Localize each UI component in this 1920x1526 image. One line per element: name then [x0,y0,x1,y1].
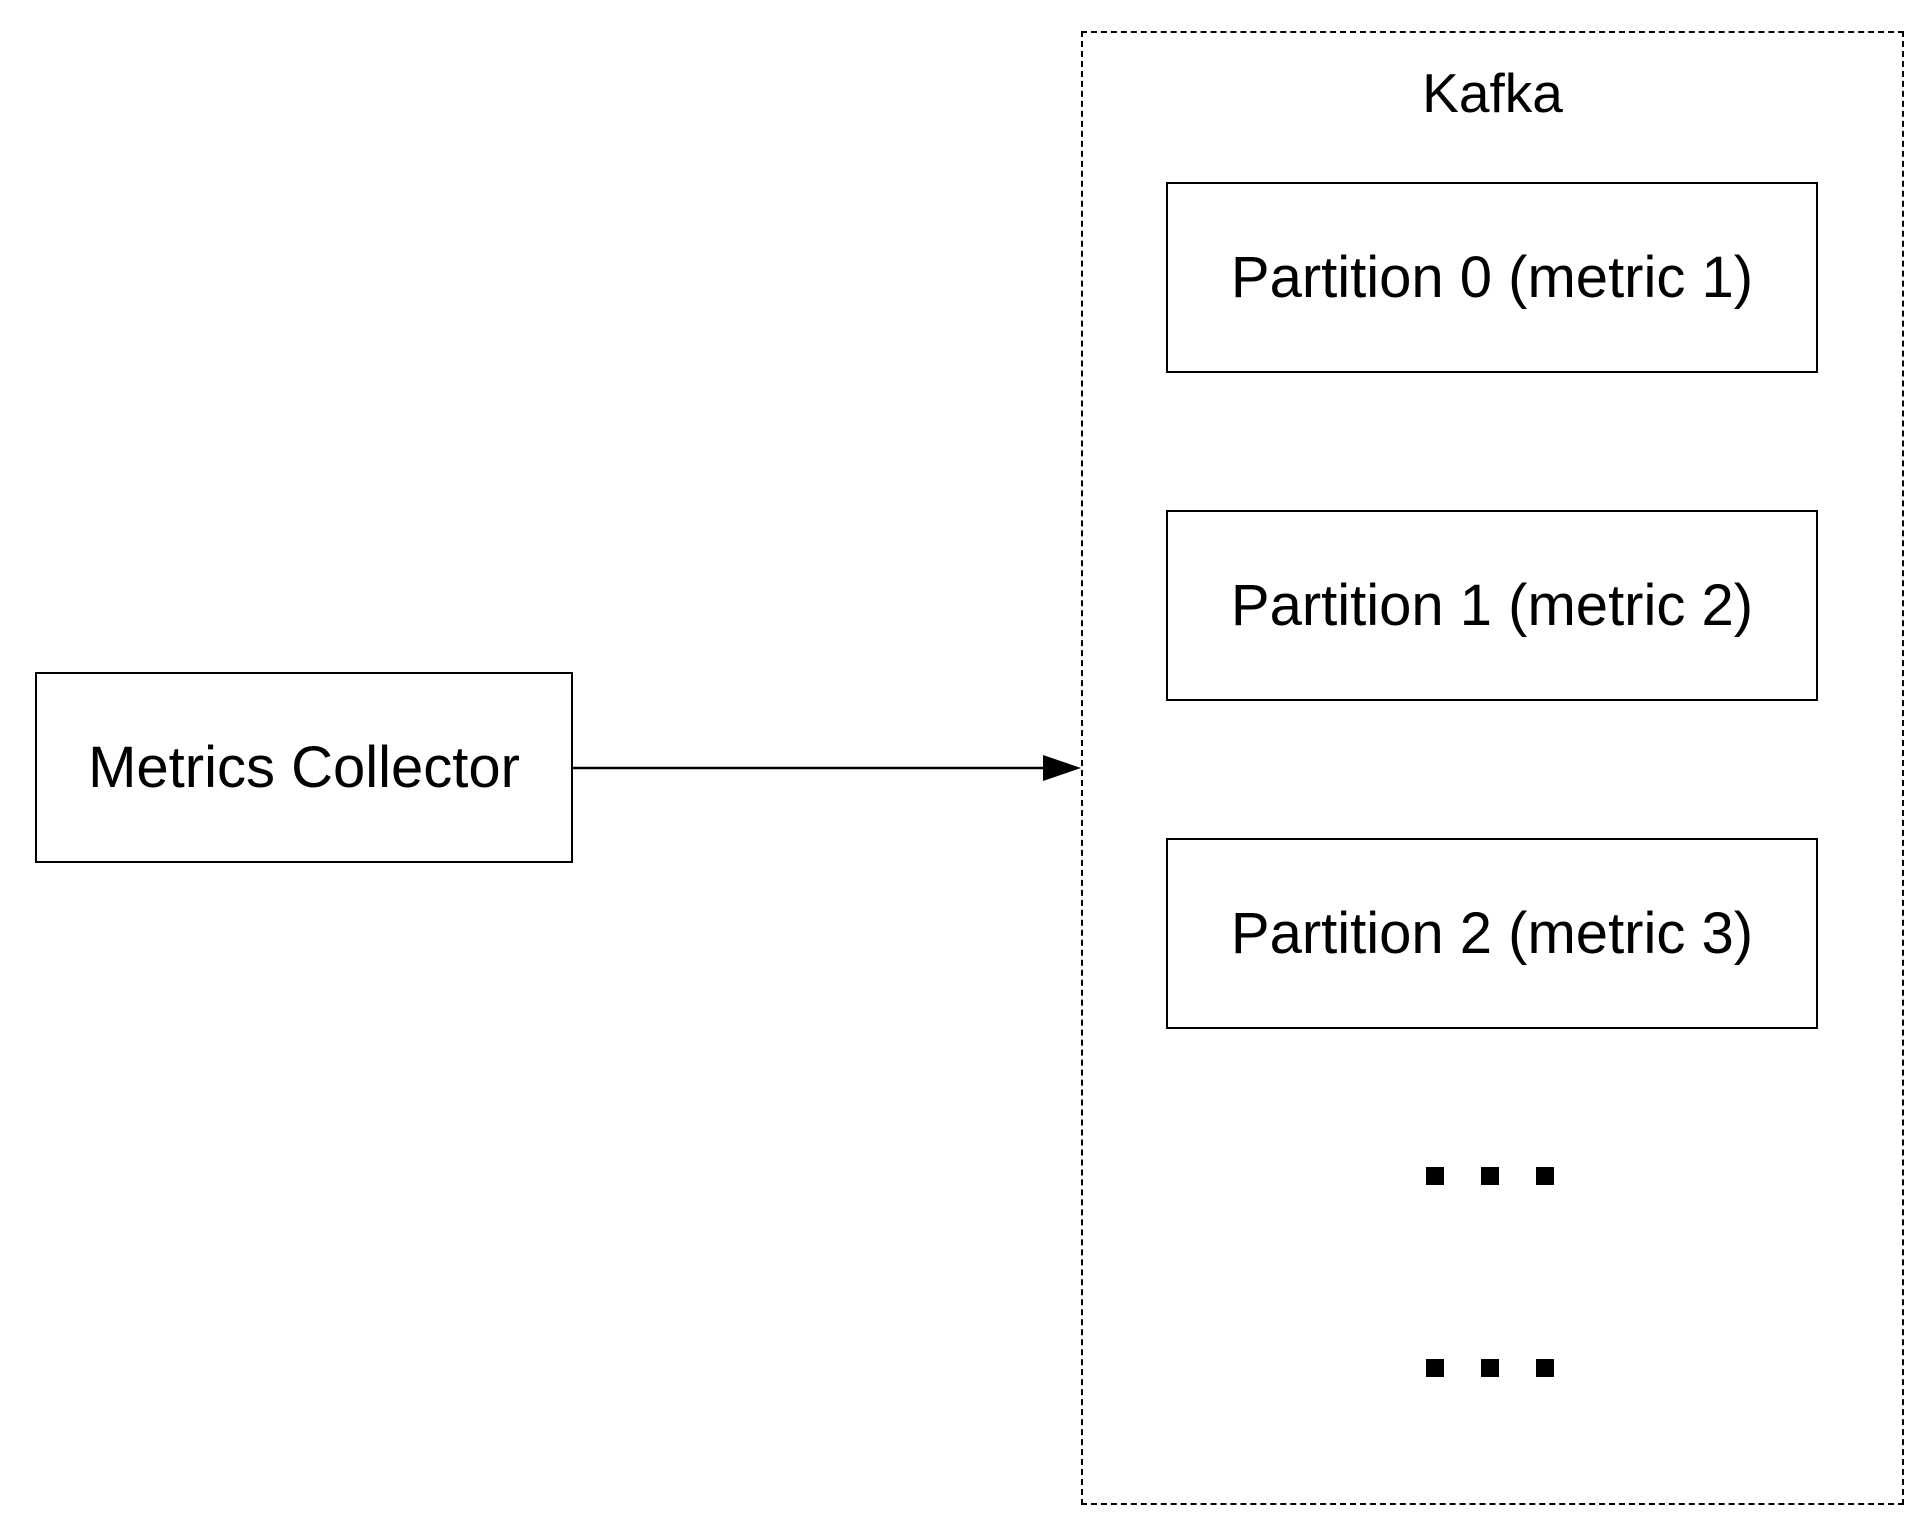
partition-box: Partition 2 (metric 3) [1166,838,1818,1029]
ellipsis-dot [1426,1359,1444,1377]
metrics-collector-box: Metrics Collector [35,672,573,863]
ellipsis-marker [1426,1359,1556,1381]
arrow-head [1043,755,1081,781]
metrics-collector-label: Metrics Collector [88,735,520,800]
ellipsis-dot [1481,1167,1499,1185]
partition-label: Partition 0 (metric 1) [1230,245,1754,310]
ellipsis-dot [1426,1167,1444,1185]
partition-label: Partition 1 (metric 2) [1230,573,1754,638]
kafka-container [1081,31,1904,1505]
ellipsis-dot [1536,1167,1554,1185]
partition-box: Partition 1 (metric 2) [1166,510,1818,701]
kafka-title: Kafka [1422,62,1563,124]
partition-box: Partition 0 (metric 1) [1166,182,1818,373]
ellipsis-marker [1426,1167,1556,1189]
partition-label: Partition 2 (metric 3) [1230,901,1754,966]
ellipsis-dot [1536,1359,1554,1377]
ellipsis-dot [1481,1359,1499,1377]
